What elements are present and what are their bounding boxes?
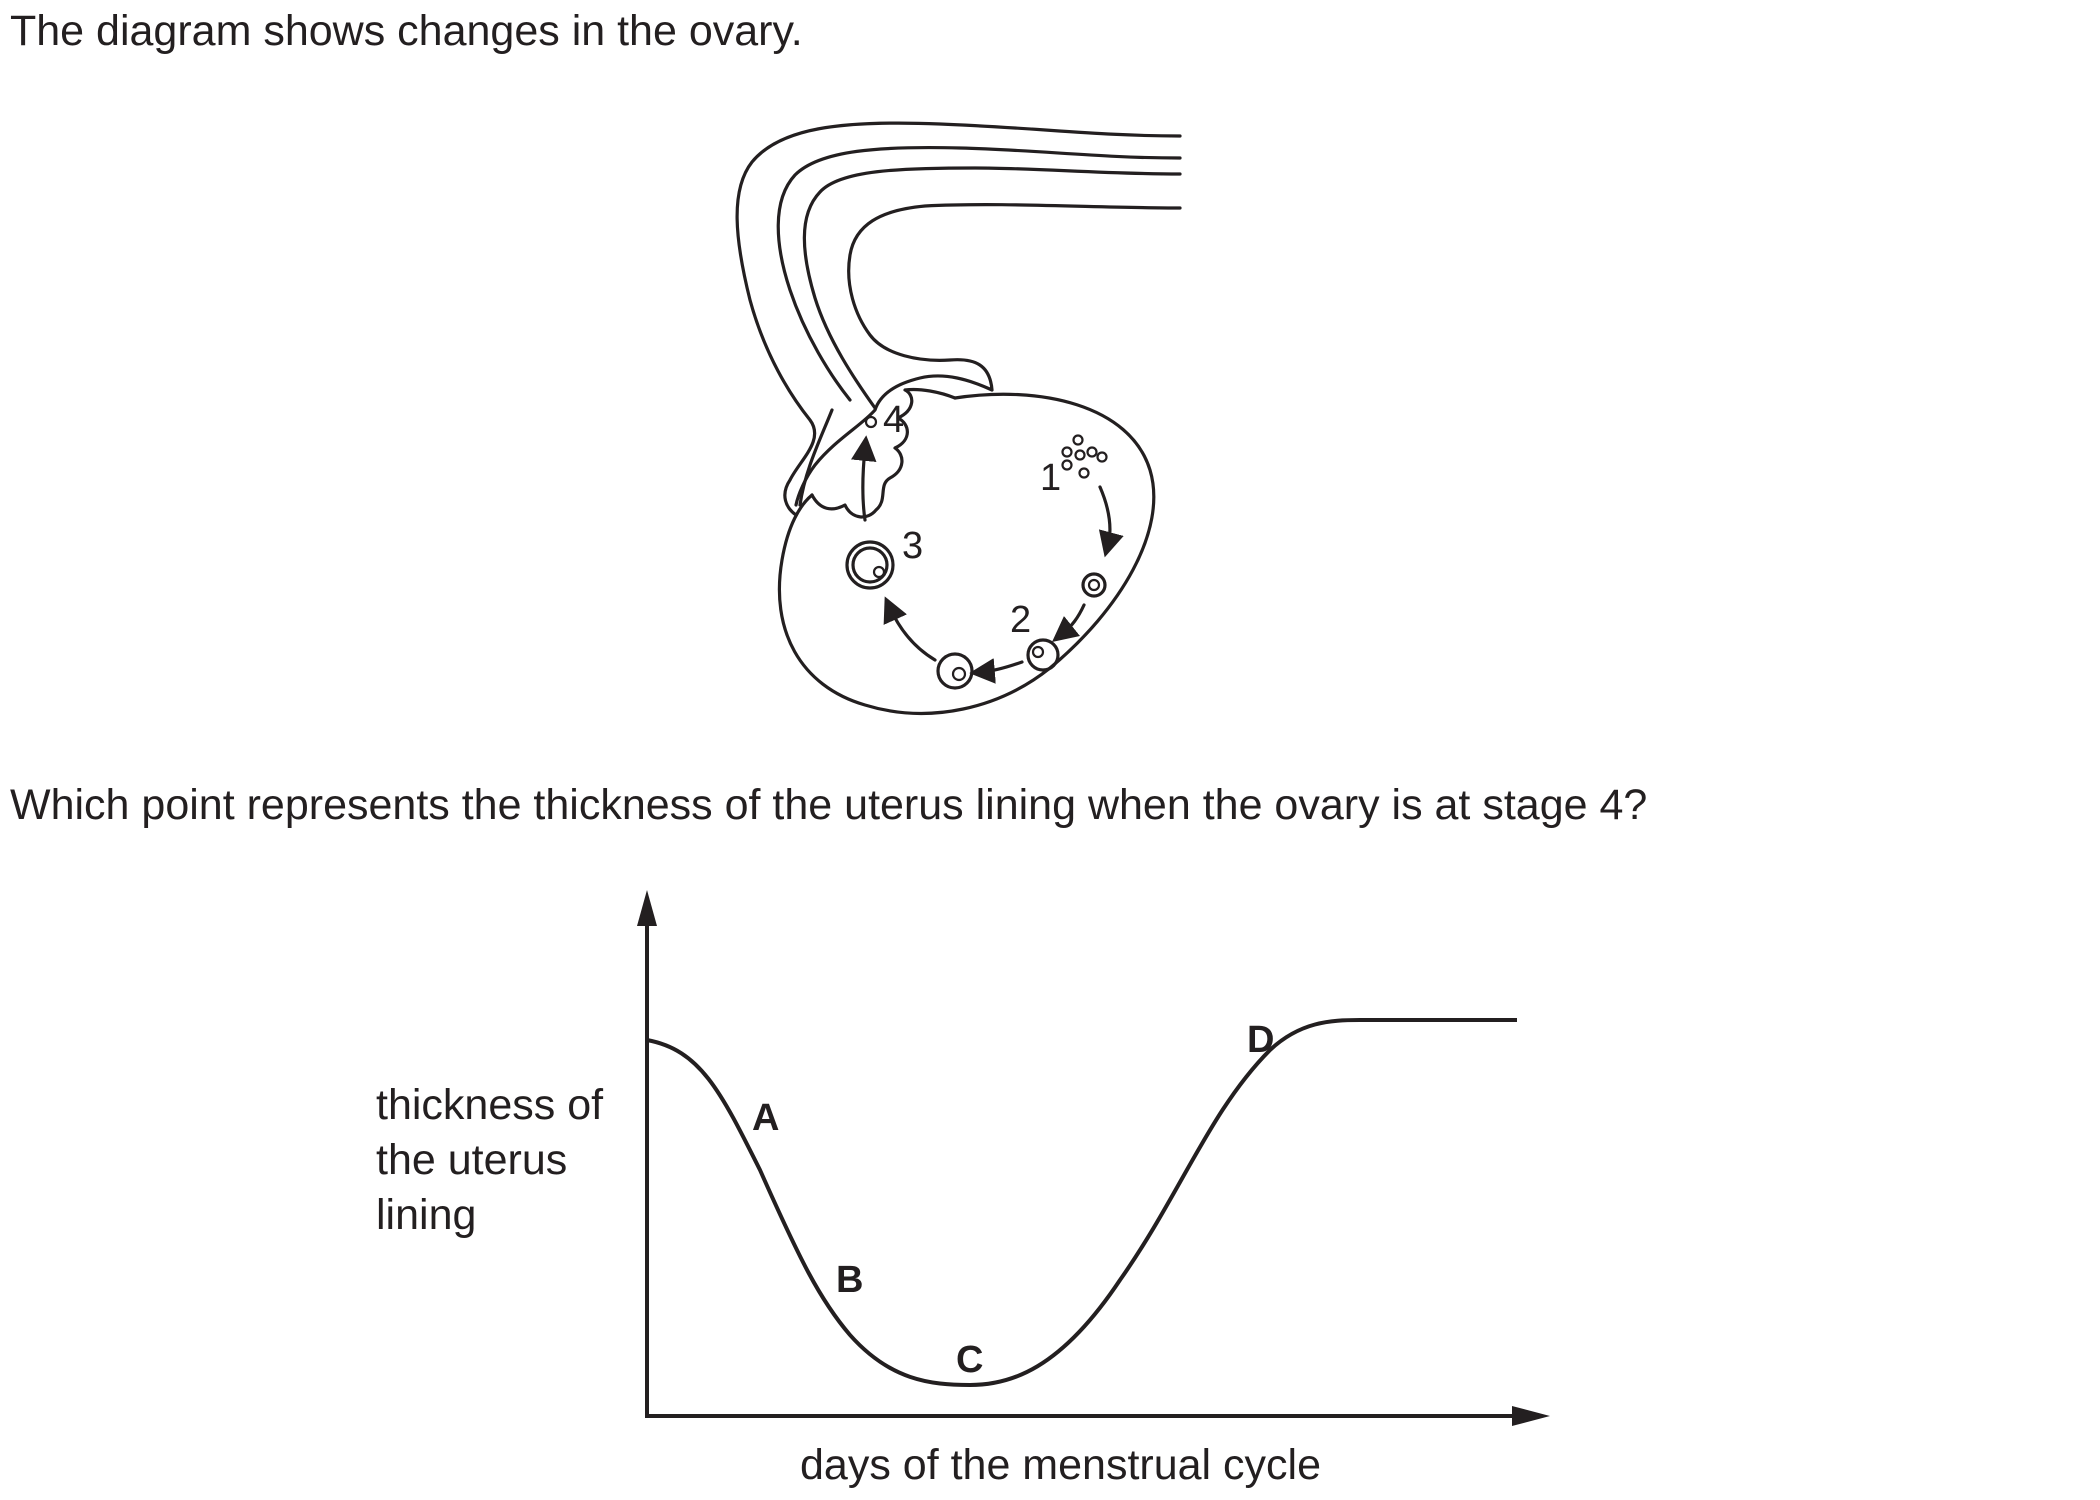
question-text: Which point represents the thickness of … <box>10 781 1648 829</box>
arrow-1-to-follicle <box>1098 485 1124 558</box>
oviduct-outer-wall <box>735 121 1182 517</box>
arrow-growing-to-3 <box>883 596 937 662</box>
point-label-d: D <box>1247 1019 1274 1061</box>
stage-1-primary-follicles <box>1061 434 1108 479</box>
y-axis-arrowhead <box>637 890 657 926</box>
y-axis-label-line-1: thickness of <box>376 1081 604 1129</box>
ovary-outline <box>777 392 1156 715</box>
arrow-follicle-to-2 <box>1052 603 1086 642</box>
stage-label-1: 1 <box>1040 457 1061 499</box>
ruptured-follicle-edge <box>810 387 957 519</box>
uterus-lining-curve <box>646 1018 1517 1387</box>
y-axis-label-line-3: lining <box>376 1191 477 1239</box>
stage-label-2: 2 <box>1010 599 1031 641</box>
growing-follicle <box>936 652 974 690</box>
oviduct-lumen-line-1 <box>776 145 1182 402</box>
arrow-2-to-growing <box>969 658 1024 684</box>
intro-text: The diagram shows changes in the ovary. <box>10 7 803 55</box>
fimbria-fold <box>798 408 834 507</box>
y-axis-label-line-2: the uterus <box>376 1136 568 1184</box>
x-axis-label: days of the menstrual cycle <box>800 1441 1322 1489</box>
stage-2-follicle <box>1026 638 1060 672</box>
arrow-3-to-4 <box>850 435 877 522</box>
oviduct-lumen-line-2 <box>802 166 1182 410</box>
point-label-a: A <box>752 1097 779 1139</box>
oviduct-inner-wall <box>794 203 1182 507</box>
developing-follicle-small <box>1081 572 1107 598</box>
stage-labels: 1 2 3 4 <box>883 399 1061 641</box>
uterus-lining-graph: A B C D <box>637 890 1550 1426</box>
x-axis-arrowhead <box>1512 1406 1550 1426</box>
point-label-c: C <box>956 1339 983 1381</box>
ovary-diagram <box>735 121 1182 715</box>
point-label-b: B <box>836 1259 863 1301</box>
stage-4-released-egg <box>864 415 878 429</box>
stage-label-3: 3 <box>902 525 923 567</box>
stage-3-mature-follicle <box>845 540 895 590</box>
stage-label-4: 4 <box>883 399 904 441</box>
